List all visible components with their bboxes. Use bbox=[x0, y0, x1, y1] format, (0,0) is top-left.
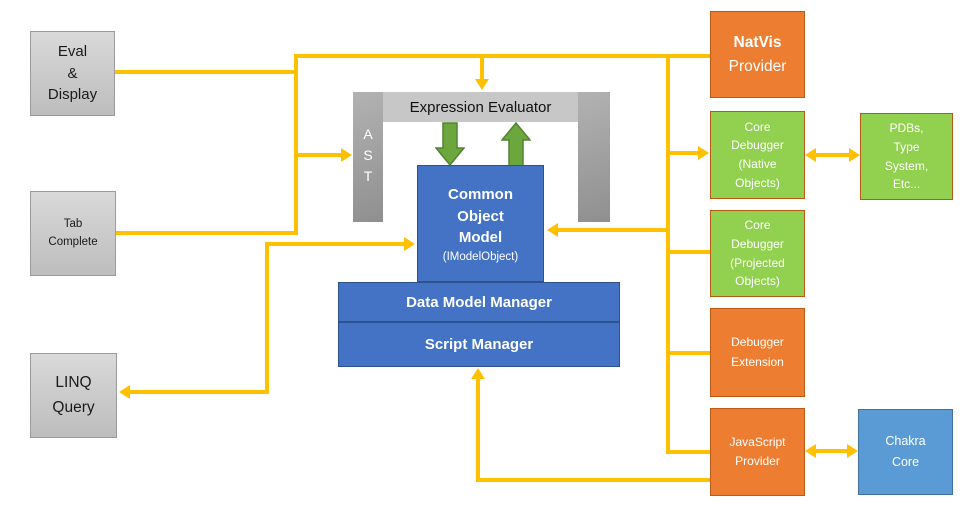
node-pdbs-type-system: PDBs, Type System, Etc... bbox=[860, 113, 953, 200]
node-eval-display: Eval & Display bbox=[30, 31, 115, 116]
core-debugger-projected-label: Core Debugger (Projected Objects) bbox=[730, 218, 785, 289]
common-object-model-title: Common Object Model bbox=[448, 185, 513, 247]
node-debugger-extension: Debugger Extension bbox=[710, 308, 805, 397]
node-natvis-provider: NatVis Provider bbox=[710, 11, 805, 98]
connector-into-evaluator bbox=[480, 56, 484, 80]
natvis-provider-role: Provider bbox=[728, 57, 787, 75]
node-data-model-manager: Data Model Manager bbox=[338, 282, 620, 322]
tab-complete-label: Tab Complete bbox=[48, 218, 98, 248]
arrowhead-pdbs-right bbox=[849, 148, 860, 162]
node-tab-complete: Tab Complete bbox=[30, 191, 116, 276]
node-chakra-core: Chakra Core bbox=[858, 409, 953, 495]
connector-into-com-right bbox=[558, 228, 668, 232]
arrowhead-chakra-right bbox=[847, 444, 858, 458]
connector-into-com-left bbox=[267, 242, 405, 246]
connector-into-linq bbox=[129, 390, 267, 394]
node-core-debugger-projected: Core Debugger (Projected Objects) bbox=[710, 210, 805, 297]
node-core-debugger-native: Core Debugger (Native Objects) bbox=[710, 111, 805, 199]
connector-js-chakra bbox=[813, 449, 849, 453]
natvis-provider-name: NatVis bbox=[733, 34, 782, 52]
eval-display-label: Eval & Display bbox=[47, 42, 98, 104]
javascript-provider-label: JavaScript Provider bbox=[729, 434, 786, 468]
pdbs-type-system-label: PDBs, Type System, Etc... bbox=[884, 121, 929, 192]
expression-evaluator-label: Expression Evaluator bbox=[409, 98, 552, 116]
arrowhead-into-com-right bbox=[547, 223, 558, 237]
connector-into-script-manager bbox=[476, 377, 480, 482]
green-down-arrow bbox=[435, 122, 465, 166]
node-linq-query: LINQ Query bbox=[30, 353, 117, 438]
common-object-model-subtitle: (IModelObject) bbox=[442, 251, 519, 264]
ast-bar: A S T bbox=[353, 92, 383, 222]
arrowhead-js-left bbox=[805, 444, 816, 458]
node-common-object-model: Common Object Model (IModelObject) bbox=[417, 165, 544, 282]
arrowhead-into-evaluator bbox=[475, 79, 489, 90]
connector-to-debugger-extension bbox=[668, 351, 712, 355]
connector-native-pdbs bbox=[813, 153, 851, 157]
arrowhead-into-core-native bbox=[698, 146, 709, 160]
arrowhead-native-left bbox=[805, 148, 816, 162]
connector-top-horizontal bbox=[294, 54, 710, 58]
connector-to-core-projected bbox=[668, 250, 712, 254]
arrowhead-into-script-manager bbox=[471, 368, 485, 379]
linq-query-label: LINQ Query bbox=[52, 374, 95, 416]
node-javascript-provider: JavaScript Provider bbox=[710, 408, 805, 496]
chakra-core-label: Chakra Core bbox=[885, 433, 926, 469]
ast-label: A S T bbox=[363, 126, 373, 184]
green-up-arrow bbox=[501, 122, 531, 169]
core-debugger-native-label: Core Debugger (Native Objects) bbox=[731, 119, 784, 190]
arrowhead-into-com-left bbox=[404, 237, 415, 251]
connector-left-trunk bbox=[294, 56, 298, 235]
node-script-manager: Script Manager bbox=[338, 322, 620, 367]
expression-evaluator-bar: Expression Evaluator bbox=[383, 92, 578, 122]
data-model-manager-label: Data Model Manager bbox=[406, 293, 552, 311]
connector-into-core-native bbox=[668, 151, 699, 155]
arrowhead-into-linq bbox=[119, 385, 130, 399]
connector-eval-to-trunk bbox=[115, 70, 298, 74]
debugger-extension-label: Debugger Extension bbox=[731, 335, 784, 369]
connector-tabcomplete-to-trunk bbox=[116, 231, 297, 235]
connector-into-ast bbox=[296, 153, 342, 157]
connector-right-trunk bbox=[666, 54, 670, 454]
arrowhead-into-ast bbox=[341, 148, 352, 162]
evaluator-right-pillar bbox=[578, 92, 610, 222]
connector-bottom-horizontal bbox=[476, 478, 712, 482]
script-manager-label: Script Manager bbox=[424, 336, 534, 353]
connector-to-javascript-provider bbox=[668, 450, 712, 454]
connector-linq-vertical bbox=[265, 242, 269, 394]
